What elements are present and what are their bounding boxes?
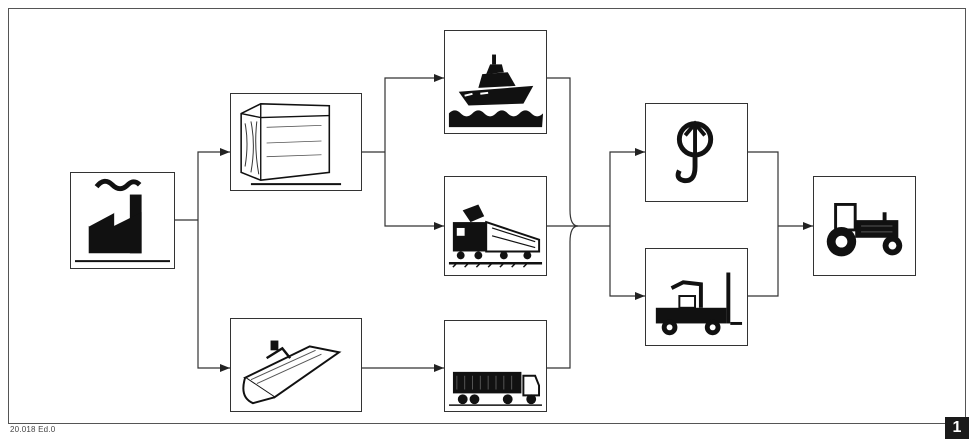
implement-node — [230, 318, 362, 412]
flow-forklift-merge — [748, 226, 778, 296]
ship-node — [444, 30, 547, 134]
factory-node — [70, 172, 175, 269]
flow-factory-implement — [198, 220, 230, 368]
flow-truck-merge — [547, 242, 570, 368]
flow-merge-forklift — [610, 226, 645, 296]
rail-transport-icon — [445, 177, 546, 275]
forklift-icon — [646, 249, 747, 345]
document-code: 20.018 Ed.0 — [10, 425, 55, 434]
crane-hook-icon — [646, 104, 747, 201]
cargo-ship-icon — [445, 31, 546, 133]
factory-icon — [71, 173, 174, 268]
crate-node — [230, 93, 362, 191]
truck-node — [444, 320, 547, 412]
wooden-crate-icon — [231, 94, 361, 190]
rail-node — [444, 176, 547, 276]
tractor-node — [813, 176, 916, 276]
crane-node — [645, 103, 748, 202]
flow-ship-merge — [547, 78, 570, 210]
flow-crate-rail — [385, 152, 444, 226]
flow-crate-ship — [385, 78, 444, 152]
tractor-icon — [814, 177, 915, 275]
flow-merge-crane — [610, 152, 645, 226]
flow-crane-merge — [748, 152, 778, 226]
page-number-badge: 1 — [945, 417, 969, 439]
truck-icon — [445, 321, 546, 411]
flow-factory-crate — [198, 152, 230, 220]
forklift-node — [645, 248, 748, 346]
farm-implement-icon — [231, 319, 361, 411]
